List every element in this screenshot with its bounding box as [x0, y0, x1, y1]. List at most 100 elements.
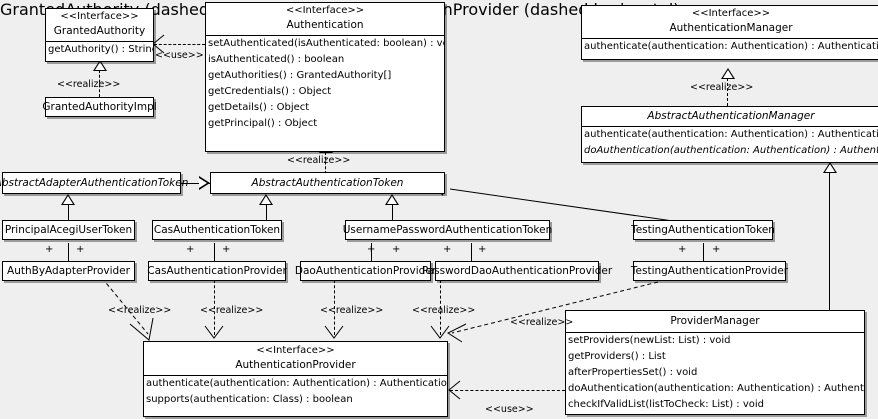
operation-row: authenticate(authentication: Authenticat…: [584, 41, 878, 52]
class-header-authentication: <<Interface>> Authentication: [206, 3, 444, 35]
operation-row: getProviders() : List: [568, 351, 666, 362]
generalization-link-testingauthenticationtoken: [449, 188, 681, 223]
class-testing-authentication-token[interactable]: TestingAuthenticationToken: [631, 220, 775, 240]
class-dao-authentication-provider[interactable]: DaoAuthenticationProvider: [295, 261, 436, 281]
class-operations-abstract-authentication-manager: authenticate(authentication: Authenticat…: [582, 126, 878, 159]
label-realize-testingprovider: <<realize>>: [510, 317, 574, 328]
realize-link-daoauthenticationprovider: [334, 280, 335, 335]
class-name-label: AbstractAuthenticationManager: [647, 110, 815, 122]
association-link-upat-passworddao: [471, 243, 472, 261]
generalization-link-usernamepasswordtoken: [392, 205, 393, 220]
class-name-label: Authentication: [286, 19, 364, 31]
class-name-label: AbstractAuthenticationToken: [251, 177, 404, 189]
label-use-authentication-grantedauthority: <<use>>: [155, 50, 204, 61]
class-authentication-provider[interactable]: <<Interface>> AuthenticationProvider aut…: [143, 341, 448, 417]
operation-row: isAuthenticated() : boolean: [208, 54, 345, 65]
class-name-label: AuthenticationManager: [669, 22, 793, 34]
class-username-password-authentication-token[interactable]: UsernamePasswordAuthenticationToken: [342, 220, 553, 240]
label-realize-daoprovider: <<realize>>: [320, 305, 384, 316]
use-link-authentication-grantedauthority: [154, 44, 205, 45]
class-header-authentication-manager: <<Interface>> AuthenticationManager: [582, 6, 878, 38]
multiplicity-plus: +: [478, 244, 487, 255]
operation-row: authenticate(authentication: Authenticat…: [584, 129, 878, 140]
multiplicity-plus: +: [392, 244, 401, 255]
realize-link-grantedauthorityimpl: [99, 70, 100, 97]
class-name-label: CasAuthenticationToken: [153, 224, 281, 236]
class-auth-by-adapter-provider[interactable]: AuthByAdapterProvider: [2, 261, 135, 281]
class-granted-authority[interactable]: <<Interface>> GrantedAuthority getAuthor…: [45, 8, 154, 62]
class-operations-granted-authority: getAuthority() : String: [46, 41, 153, 58]
realize-link-abstractauthenticationmanager: [727, 78, 728, 106]
class-abstract-authentication-token[interactable]: AbstractAuthenticationToken: [210, 172, 445, 194]
class-name-label: PasswordDaoAuthenticationProvider: [421, 265, 613, 277]
multiplicity-plus: +: [443, 244, 452, 255]
class-header-authentication-provider: <<Interface>> AuthenticationProvider: [144, 342, 447, 375]
operation-row: getDetails() : Object: [208, 102, 310, 113]
operation-row: getAuthorities() : GrantedAuthority[]: [208, 70, 392, 81]
stereotype-label: <<Interface>>: [285, 5, 365, 16]
operation-row: setAuthenticated(isAuthenticated: boolea…: [208, 38, 444, 49]
class-password-dao-authentication-provider[interactable]: PasswordDaoAuthenticationProvider: [422, 261, 612, 281]
class-principal-acegi-user-token[interactable]: PrincipalAcegiUserToken: [2, 220, 135, 240]
generalization-link-abstractadaptertoken: [180, 183, 210, 184]
label-realize-casprovider: <<realize>>: [200, 305, 264, 316]
operation-row: afterPropertiesSet() : void: [568, 367, 698, 378]
multiplicity-plus: +: [186, 244, 195, 255]
class-granted-authority-impl[interactable]: GrantedAuthorityImpl: [42, 97, 157, 117]
class-header-abstract-authentication-manager: AbstractAuthenticationManager: [582, 107, 878, 126]
label-use-providermanager: <<use>>: [485, 404, 534, 415]
class-cas-authentication-token[interactable]: CasAuthenticationToken: [152, 220, 282, 240]
use-link-providermanager-authenticationprovider: [450, 390, 565, 391]
label-realize-authbyadapterprovider: <<realize>>: [108, 305, 172, 316]
realize-link-authbyadapterprovider: [101, 277, 149, 335]
generalization-link-principalacegiusertoken: [68, 205, 69, 220]
multiplicity-plus: +: [712, 244, 721, 255]
realize-arrowhead-daoauthenticationprovider: [324, 325, 344, 339]
class-cas-authentication-provider[interactable]: CasAuthenticationProvider: [147, 261, 287, 281]
realize-link-testingauthenticationprovider: [451, 281, 659, 334]
class-name-label: TestingAuthenticationProvider: [630, 265, 789, 277]
multiplicity-plus: +: [45, 244, 54, 255]
operation-row: doAuthentication(authentication: Authent…: [568, 383, 864, 394]
class-operations-provider-manager: setProviders(newList: List) : void getPr…: [566, 332, 864, 413]
operation-row: getCredentials() : Object: [208, 86, 332, 97]
generalization-link-casauthenticationtoken: [266, 205, 267, 220]
generalization-link-providermanager: [829, 172, 830, 310]
realize-link-passworddaoauthenticationprovider: [440, 280, 441, 335]
class-name-label: GrantedAuthority: [53, 25, 146, 37]
class-operations-authentication: setAuthenticated(isAuthenticated: boolea…: [206, 35, 444, 132]
operation-row: supports(authentication: Class) : boolea…: [146, 394, 353, 405]
class-name-label: AuthByAdapterProvider: [7, 265, 130, 277]
class-header-granted-authority: <<Interface>> GrantedAuthority: [46, 9, 153, 41]
stereotype-label: <<Interface>>: [691, 8, 771, 19]
class-authentication[interactable]: <<Interface>> Authentication setAuthenti…: [205, 2, 445, 152]
stereotype-label: <<Interface>>: [256, 345, 335, 356]
class-authentication-manager[interactable]: <<Interface>> AuthenticationManager auth…: [581, 5, 878, 60]
operation-row: getAuthority() : String: [48, 44, 153, 55]
class-provider-manager[interactable]: ProviderManager setProviders(newList: Li…: [565, 310, 865, 415]
class-name-label: UsernamePasswordAuthenticationToken: [342, 224, 553, 236]
class-header-provider-manager: ProviderManager: [566, 311, 864, 332]
class-name-label: AbstractAdapterAuthenticationToken: [0, 177, 189, 189]
operation-row: authenticate(authentication: Authenticat…: [146, 378, 447, 389]
label-realize-abstractauthenticationmanager: <<realize>>: [690, 82, 754, 93]
class-abstract-adapter-authentication-token[interactable]: AbstractAdapterAuthenticationToken: [0, 172, 188, 194]
class-name-label: CasAuthenticationProvider: [147, 265, 287, 277]
realize-arrowhead-passworddaoprovider: [430, 325, 450, 339]
class-testing-authentication-provider[interactable]: TestingAuthenticationProvider: [630, 261, 789, 281]
label-realize-passworddaoprovider: <<realize>>: [412, 305, 476, 316]
multiplicity-plus: +: [222, 244, 231, 255]
operation-row: doAuthentication(authentication: Authent…: [584, 145, 878, 156]
stereotype-label: <<Interface>>: [60, 11, 139, 22]
label-realize-grantedauthorityimpl: <<realize>>: [57, 79, 121, 90]
realize-link-abstractauthenticationtoken: [325, 152, 326, 174]
use-arrowhead-authenticationprovider: [448, 380, 461, 400]
multiplicity-plus: +: [678, 244, 687, 255]
class-name-label: TestingAuthenticationToken: [631, 224, 775, 236]
operation-row: setProviders(newList: List) : void: [568, 335, 731, 346]
realize-arrowhead-testingprovider: [446, 323, 467, 343]
association-link-cas-token-provider: [214, 243, 215, 261]
class-abstract-authentication-manager[interactable]: AbstractAuthenticationManager authentica…: [581, 106, 878, 163]
association-link-upat-dao: [371, 243, 372, 261]
